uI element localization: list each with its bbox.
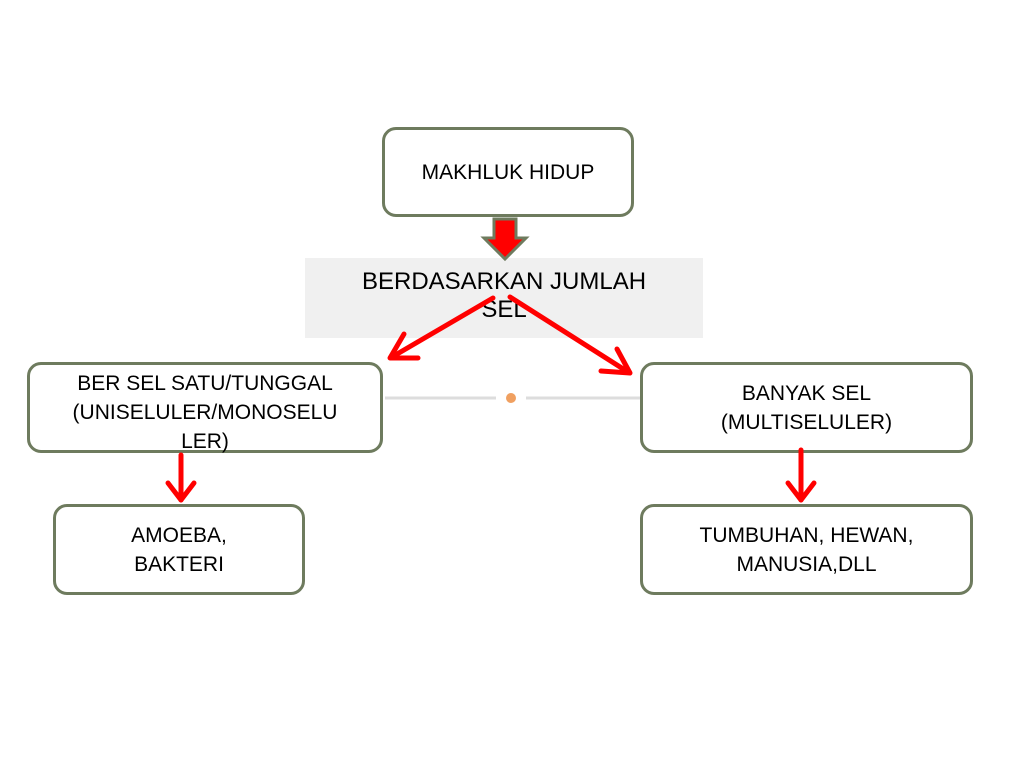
multicellular-examples-node: TUMBUHAN, HEWAN, MANUSIA,DLL xyxy=(640,504,973,595)
multicellular-node: BANYAK SEL (MULTISELULER) xyxy=(640,362,973,453)
unicellular-examples-node: AMOEBA, BAKTERI xyxy=(53,504,305,595)
arrow-to-multicellular-examples-head xyxy=(785,480,817,503)
unicellular-node: BER SEL SATU/TUNGGAL (UNISELULER/MONOSEL… xyxy=(27,362,383,453)
criterion-label: BERDASARKAN JUMLAH SEL xyxy=(305,258,703,338)
root-node: MAKHLUK HIDUP xyxy=(382,127,634,217)
arrow-to-multicellular-head xyxy=(598,346,633,376)
connector-dot xyxy=(506,393,516,403)
arrow-to-unicellular-examples-head xyxy=(165,480,197,503)
root-down-block-arrow xyxy=(480,217,530,262)
